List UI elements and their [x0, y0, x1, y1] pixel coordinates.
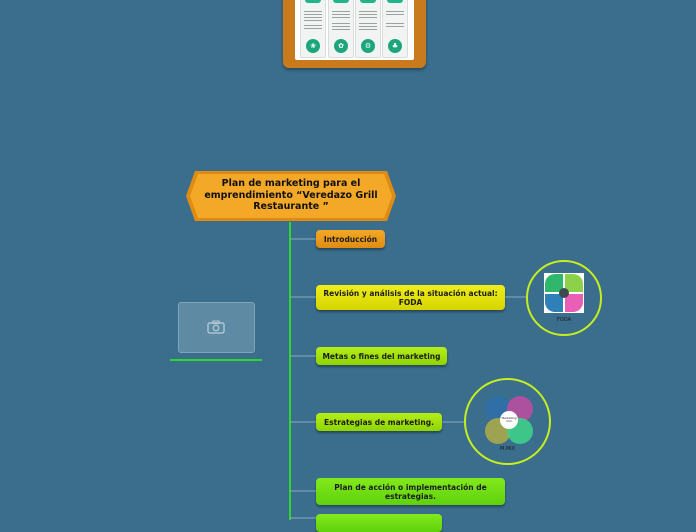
- foda-diagram: [544, 273, 584, 313]
- central-topic[interactable]: Plan de marketing para el emprendimiento…: [185, 170, 397, 222]
- central-topic-label: Plan de marketing para el emprendimiento…: [204, 178, 378, 212]
- topic-estrategias[interactable]: Estrategias de marketing.: [316, 413, 442, 431]
- topic-label: Metas o fines del marketing: [322, 351, 441, 361]
- camera-icon: [207, 320, 225, 334]
- topic-next[interactable]: [316, 514, 442, 532]
- mmix-diagram: Marketing mix: [485, 396, 533, 444]
- sprout-icon: ♣: [388, 39, 402, 53]
- infographic-card: ❀: [300, 0, 326, 58]
- foda-caption: FODA: [557, 317, 571, 323]
- foda-image-bubble[interactable]: FODA: [526, 260, 602, 336]
- connector-lines: [289, 222, 527, 520]
- leaf-icon: ❀: [306, 39, 320, 53]
- topic-plan-de-accion[interactable]: Plan de acción o implementación de estra…: [316, 478, 505, 505]
- plant-icon: ✿: [334, 39, 348, 53]
- mmix-center: Marketing mix: [500, 411, 518, 429]
- infographic-image[interactable]: ❀ ✿ ⚙ ♣: [283, 0, 426, 68]
- topic-foda[interactable]: Revisión y análisis de la situación actu…: [316, 285, 505, 310]
- mmix-caption: M.MIX: [499, 446, 516, 452]
- gear-icon: ⚙: [361, 39, 375, 53]
- placeholder-underline: [170, 359, 262, 361]
- image-placeholder[interactable]: [178, 302, 255, 353]
- topic-label: Introducción: [323, 234, 378, 244]
- topic-label: Plan de acción o implementación de estra…: [334, 482, 487, 501]
- infographic-canvas: ❀ ✿ ⚙ ♣: [295, 0, 414, 60]
- infographic-card: ♣: [382, 0, 408, 58]
- infographic-card: ✿: [328, 0, 354, 58]
- infographic-card: ⚙: [355, 0, 381, 58]
- mmix-image-bubble[interactable]: Marketing mix M.MIX: [464, 378, 551, 465]
- central-topic-shape: [186, 171, 396, 221]
- topic-label: Estrategias de marketing.: [324, 417, 434, 427]
- topic-introduccion[interactable]: Introducción: [316, 230, 385, 248]
- topic-metas[interactable]: Metas o fines del marketing: [316, 347, 447, 365]
- topic-label: Revisión y análisis de la situación actu…: [323, 288, 498, 307]
